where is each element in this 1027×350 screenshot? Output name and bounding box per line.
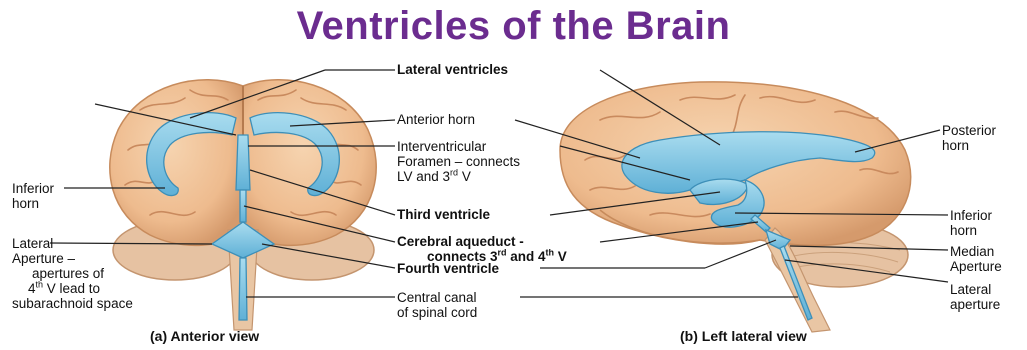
label-interventricular-foramen: Interventricular Foramen – connects LV a… xyxy=(397,139,520,184)
label-lateral-aperture-line2: Aperture – xyxy=(12,251,133,266)
label-lateral-aperture-line1: Lateral xyxy=(12,236,133,251)
label-aqueduct-line1: Cerebral aqueduct - xyxy=(397,234,567,249)
label-cerebral-aqueduct: Cerebral aqueduct - connects 3rd and 4th… xyxy=(397,234,567,264)
label-fourth-ventricle: Fourth ventricle xyxy=(397,261,499,276)
label-posterior-horn-line1: Posterior xyxy=(942,123,996,138)
label-third-ventricle: Third ventricle xyxy=(397,207,490,222)
label-lateral-aperture-line4: 4th V lead to xyxy=(12,281,133,296)
label-lateral-aperture-right-line1: Lateral xyxy=(950,282,1000,297)
label-inferior-horn-right-line1: Inferior xyxy=(950,208,992,223)
label-posterior-horn-line2: horn xyxy=(942,138,996,153)
caption-anterior-view: (a) Anterior view xyxy=(150,328,259,344)
label-central-canal-line1: Central canal xyxy=(397,290,477,305)
label-inferior-horn-left-line2: horn xyxy=(12,196,54,211)
label-central-canal: Central canal of spinal cord xyxy=(397,290,477,320)
label-inferior-horn-left: Inferior horn xyxy=(12,181,54,211)
label-interventricular-line3: LV and 3rd V xyxy=(397,169,520,184)
label-median-aperture: Median Aperture xyxy=(950,244,1002,274)
label-median-aperture-line2: Aperture xyxy=(950,259,1002,274)
label-lateral-aperture-left: Lateral Aperture – apertures of 4th V le… xyxy=(12,236,133,311)
label-interventricular-line1: Interventricular xyxy=(397,139,520,154)
label-lateral-aperture-line3: apertures of xyxy=(12,266,133,281)
label-interventricular-line2: Foramen – connects xyxy=(397,154,520,169)
label-inferior-horn-right-line2: horn xyxy=(950,223,992,238)
caption-lateral-view: (b) Left lateral view xyxy=(680,328,807,344)
label-central-canal-line2: of spinal cord xyxy=(397,305,477,320)
label-anterior-horn: Anterior horn xyxy=(397,112,475,127)
label-median-aperture-line1: Median xyxy=(950,244,1002,259)
label-lateral-aperture-line5: subarachnoid space xyxy=(12,296,133,311)
label-inferior-horn-right: Inferior horn xyxy=(950,208,992,238)
label-posterior-horn: Posterior horn xyxy=(942,123,996,153)
label-inferior-horn-left-line1: Inferior xyxy=(12,181,54,196)
label-lateral-aperture-right: Lateral aperture xyxy=(950,282,1000,312)
label-lateral-ventricles: Lateral ventricles xyxy=(397,62,508,77)
label-lateral-aperture-right-line2: aperture xyxy=(950,297,1000,312)
